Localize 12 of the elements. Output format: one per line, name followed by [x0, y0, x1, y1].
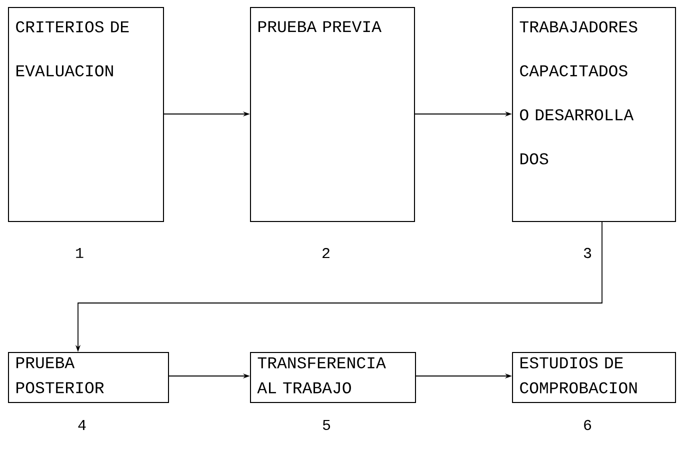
process-box: PRUEBA PREVIA [250, 7, 415, 222]
step-number: 6 [584, 420, 592, 430]
step-number: 4 [78, 420, 86, 430]
process-box: TRANSFERENCIA AL TRABAJO [250, 352, 416, 403]
process-box: PRUEBA POSTERIOR [8, 352, 169, 403]
step-number: 1 [76, 248, 84, 258]
process-box: CRITERIOS DE EVALUACION [8, 7, 164, 222]
step-number: 2 [322, 248, 330, 258]
step-number: 3 [584, 248, 592, 258]
step-number: 5 [322, 420, 330, 430]
process-box: ESTUDIOS DE COMPROBACION [512, 352, 676, 403]
process-box: TRABAJADORES CAPACITADOS O DESARROLLA DOS [512, 7, 676, 222]
